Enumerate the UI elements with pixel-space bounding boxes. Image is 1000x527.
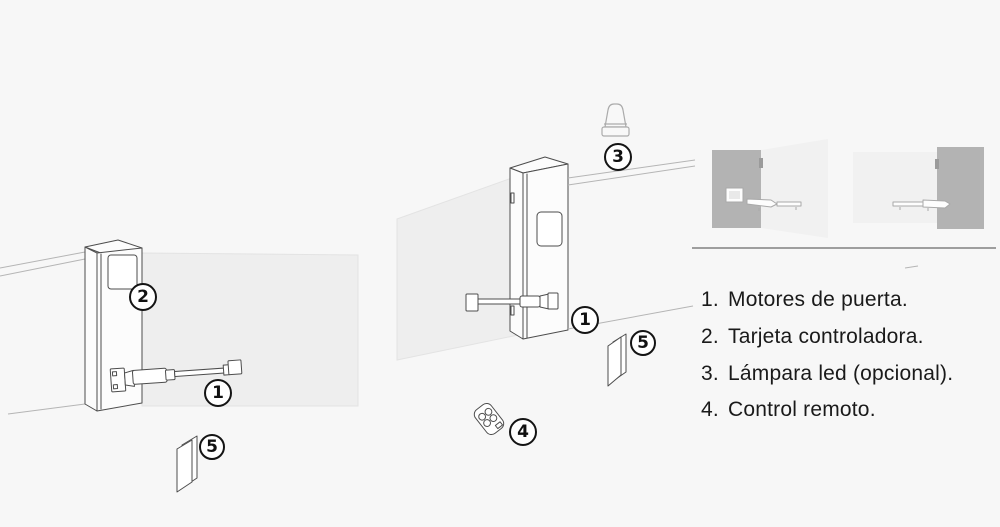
legend-label: Control remoto. <box>728 398 876 422</box>
access-card-left <box>176 435 198 493</box>
svg-text:1: 1 <box>212 383 224 403</box>
gate-motor-left <box>109 359 243 393</box>
legend-number: 2. <box>701 324 719 348</box>
callout-card-left: 5 <box>199 434 225 460</box>
middle-gate-panel <box>396 173 524 361</box>
controller-box <box>536 211 563 247</box>
svg-text:5: 5 <box>206 437 218 457</box>
callout-remote: 4 <box>509 418 537 446</box>
callout-motor-mid: 1 <box>571 306 599 334</box>
legend-label: Motores de puerta. <box>728 288 908 311</box>
left-gate-panel <box>141 252 359 407</box>
legend-item-4: 4. Control remoto. <box>701 392 953 429</box>
left-gate-post <box>84 239 143 412</box>
gate-motor-mid <box>465 292 559 312</box>
legend-label: Tarjeta controladora. <box>728 324 924 348</box>
svg-text:4: 4 <box>517 422 529 442</box>
callout-controller: 2 <box>129 283 157 311</box>
remote-control <box>473 402 505 436</box>
svg-text:2: 2 <box>137 287 149 307</box>
callout-motor-left: 1 <box>204 379 232 407</box>
svg-text:5: 5 <box>637 333 649 353</box>
inset-gate-closed <box>853 147 984 229</box>
legend-number: 1. <box>701 288 719 311</box>
legend-item-3: 3. Lámpara led (opcional). <box>701 356 953 393</box>
callout-card-mid: 5 <box>630 330 656 356</box>
legend-number: 4. <box>701 398 719 422</box>
hinge-mark <box>510 192 515 204</box>
access-card-mid <box>607 333 627 387</box>
legend-item-2: 2. Tarjeta controladora. <box>701 319 953 356</box>
svg-text:3: 3 <box>612 147 624 167</box>
fence-rails-left <box>0 251 86 415</box>
middle-gate-post <box>509 156 569 340</box>
legend-label: Lámpara led (opcional). <box>728 361 954 385</box>
legend: 1. Motores de puerta. 2. Tarjeta control… <box>701 282 953 429</box>
controller-box <box>107 254 138 290</box>
legend-number: 3. <box>701 361 719 385</box>
svg-text:1: 1 <box>579 310 591 330</box>
inset-gate-open <box>712 139 828 238</box>
led-lamp <box>601 103 630 137</box>
legend-item-1: 1. Motores de puerta. <box>701 282 953 319</box>
callout-lamp: 3 <box>604 143 632 171</box>
hinge-mark <box>510 305 515 316</box>
